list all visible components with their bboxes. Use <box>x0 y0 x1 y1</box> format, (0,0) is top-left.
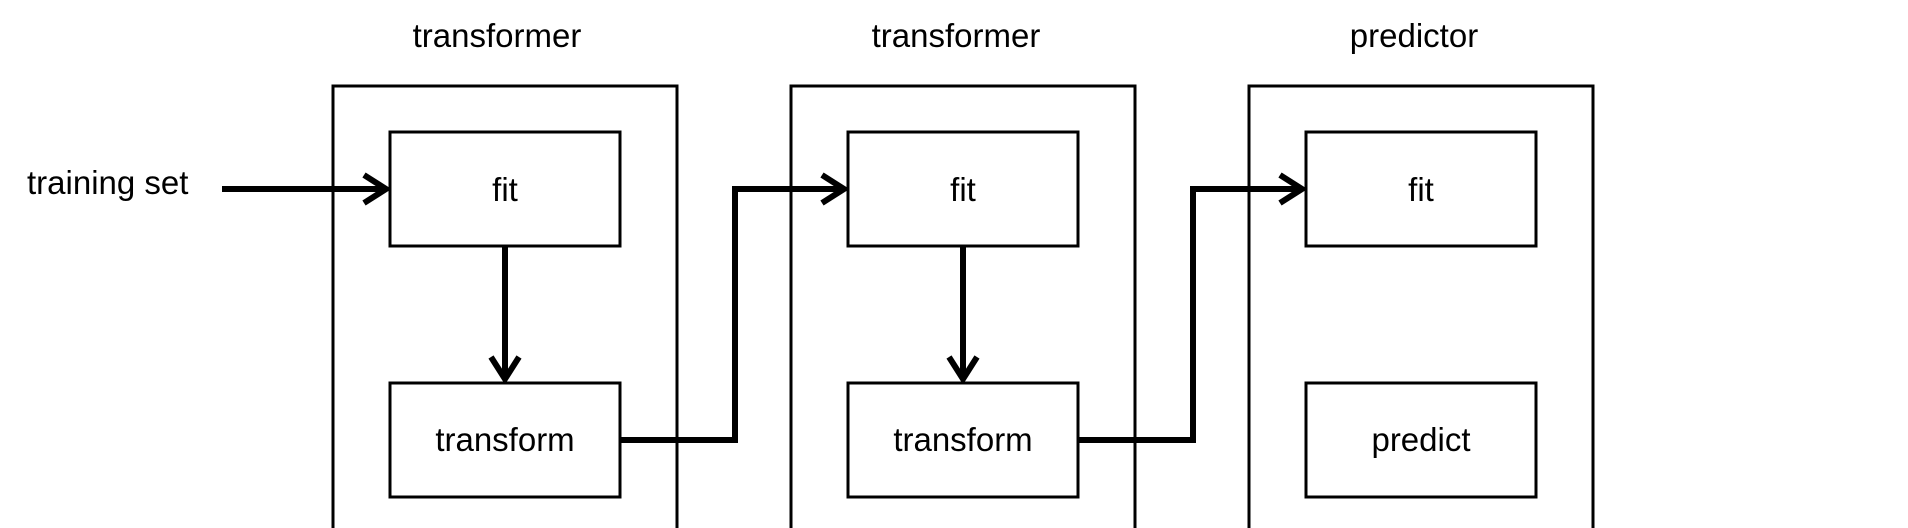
arrowhead-stage-1-fit <box>362 172 392 206</box>
stage-2-transform-label: transform <box>893 421 1032 458</box>
arrowhead-stage-2-fit <box>820 172 850 206</box>
stage-3-fit-box <box>1304 130 1538 248</box>
arrowhead-stage-3-fit <box>1278 172 1308 206</box>
stage-2-frame <box>789 84 1137 528</box>
training-set-label: training set <box>27 164 188 201</box>
arrowhead-stage-1-transform <box>488 355 522 385</box>
stage-3-predict-box <box>1304 381 1538 499</box>
stage-1-transform-box <box>388 381 622 499</box>
stage-1-title: transformer <box>413 17 582 54</box>
arrowhead-stage-2-transform <box>946 355 980 385</box>
stage-3-predict-label: predict <box>1371 421 1470 458</box>
arrow-stage-2-to-stage-3 <box>1078 186 1300 443</box>
stage-2: transformer fit transform <box>789 17 1137 528</box>
stage-2-fit-label: fit <box>950 171 976 208</box>
stage-1-transform-label: transform <box>435 421 574 458</box>
stage-3-fit-label: fit <box>1408 171 1434 208</box>
stage-1-fit-box <box>388 130 622 248</box>
stage-3-frame <box>1247 84 1595 528</box>
stage-1: transformer fit transform <box>331 17 679 528</box>
stage-1-frame <box>331 84 679 528</box>
stage-1-fit-label: fit <box>492 171 518 208</box>
stage-2-title: transformer <box>872 17 1041 54</box>
stage-2-fit-box <box>846 130 1080 248</box>
arrow-stage-1-to-stage-2 <box>620 186 842 443</box>
stage-3-title: predictor <box>1350 17 1478 54</box>
flow-arrows <box>222 172 1308 443</box>
stage-3: predictor fit predict <box>1247 17 1595 528</box>
